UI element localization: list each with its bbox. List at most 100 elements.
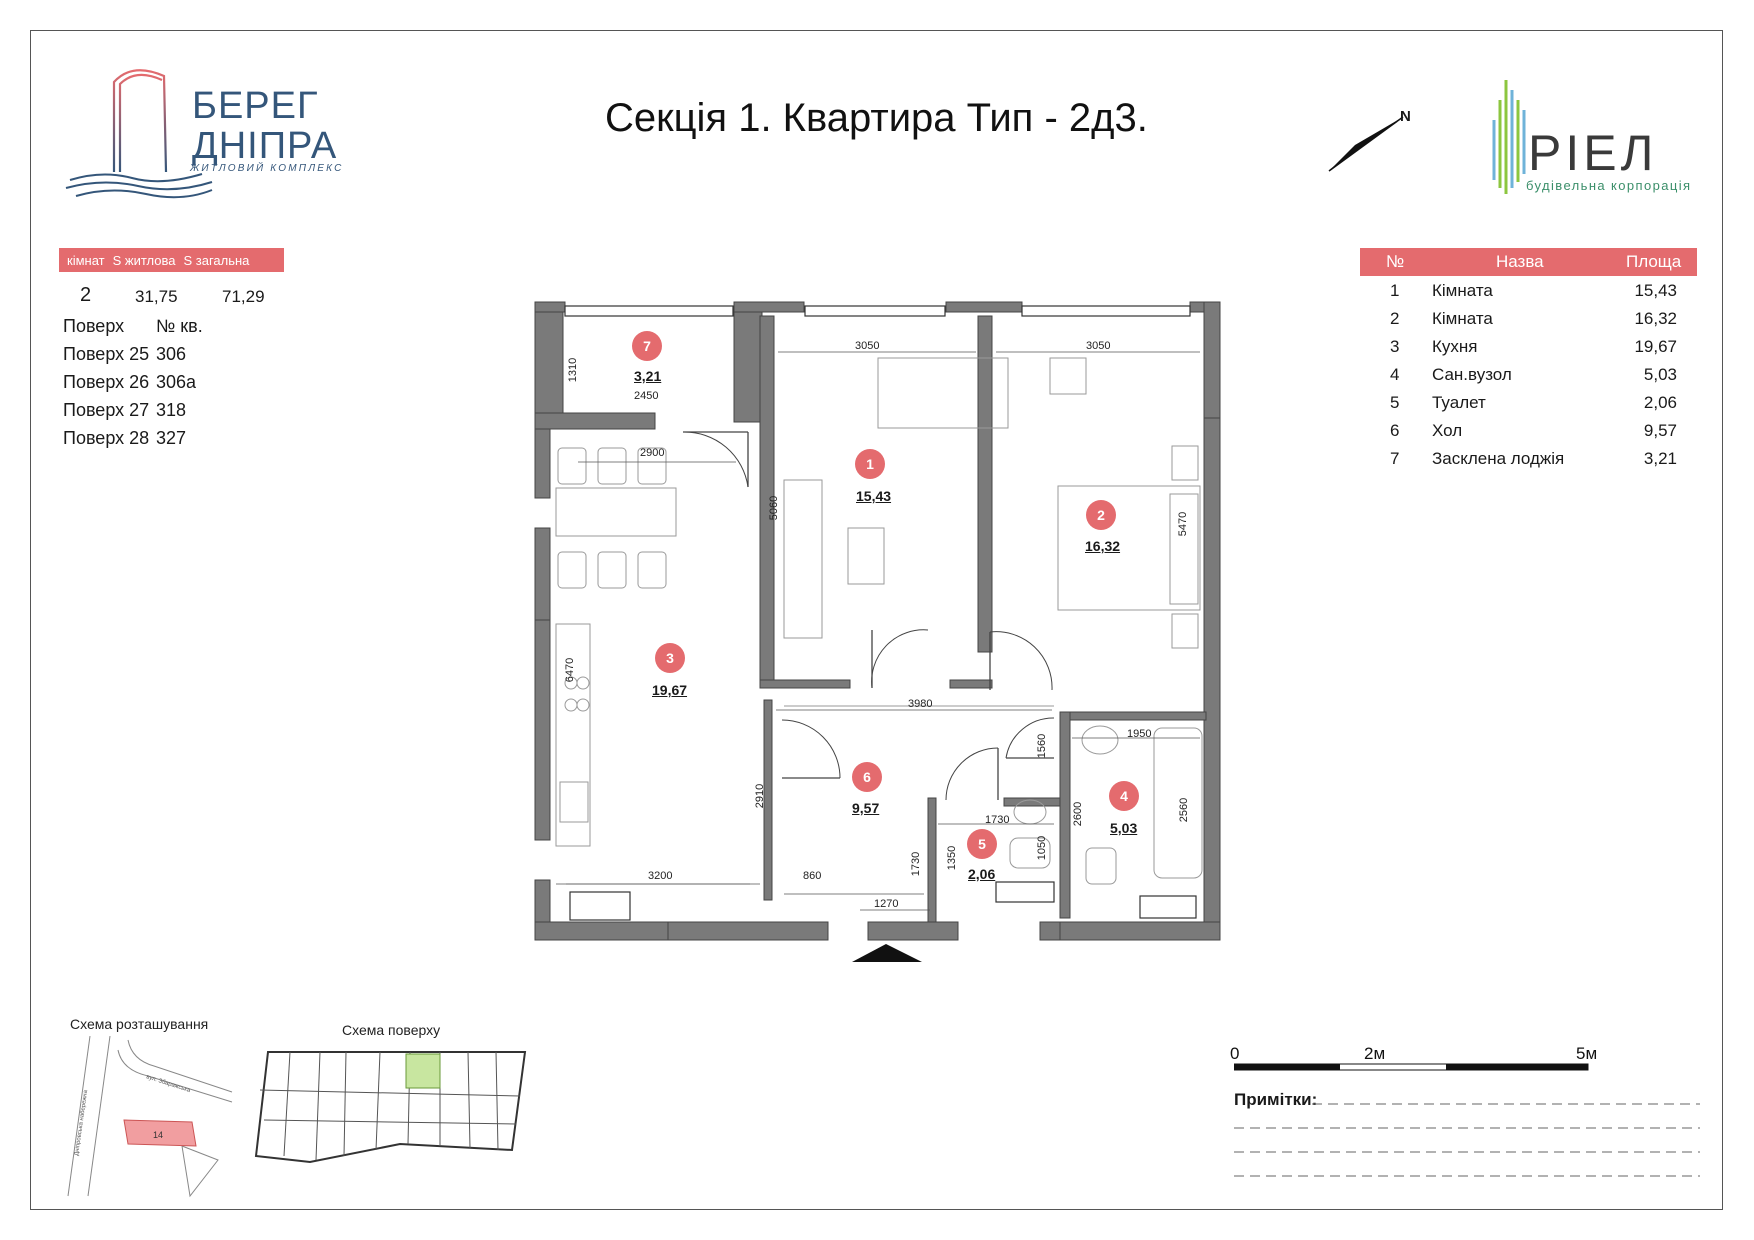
room-name: Сан.вузол: [1432, 365, 1512, 384]
street-label: Дніпровська набережна: [74, 1089, 89, 1156]
apartment-number: 306а: [156, 372, 197, 392]
dimension-label: 2600: [1072, 801, 1085, 827]
room-number: 7: [1390, 449, 1400, 468]
floor-row: Поверх 27 318: [63, 400, 186, 421]
notes-lines: [1234, 1103, 1700, 1177]
riel-logo: [1492, 80, 1526, 194]
dimension-label: 1050: [1036, 835, 1049, 861]
room-area-label: 3,21: [634, 368, 662, 384]
room-badge: 3: [655, 643, 685, 673]
scale-label-2m: 2м: [1364, 1044, 1386, 1063]
apartment-number: 327: [156, 428, 187, 448]
floor-scheme-map: [254, 1051, 527, 1164]
dimension-label: 2900: [640, 447, 665, 459]
summary-header-living-area: S житлова: [112, 252, 176, 268]
summary-total-value: 71,29: [222, 287, 265, 306]
sheet-border: [30, 30, 1723, 1210]
room-area-label: 15,43: [856, 488, 892, 504]
north-arrow-icon: [1328, 116, 1404, 172]
dimension-label: 2450: [634, 390, 659, 402]
dimension-label: 1560: [1036, 733, 1049, 759]
room-table-header-name: Назва: [1496, 252, 1544, 271]
room-badge: 5: [967, 829, 997, 859]
page-title: Секція 1. Квартира Тип - 2д3.: [605, 96, 1148, 140]
room-table-header-area: Площа: [1626, 252, 1682, 271]
room-table-row: 6 Хол 9,57: [1360, 421, 1697, 449]
room-area: 5,03: [1643, 365, 1677, 384]
room-area-label: 9,57: [852, 800, 880, 816]
dimension-label: 3980: [908, 698, 933, 710]
floor-name: Поверх 26: [63, 372, 150, 392]
room-area: 15,43: [1634, 281, 1677, 300]
brand-left-subtitle: ЖИТЛОВИЙ КОМПЛЕКС: [190, 163, 344, 174]
apartment-number: 306: [156, 344, 187, 364]
dimension-label: 1950: [1127, 728, 1152, 740]
floor-name: Поверх 28: [63, 428, 150, 448]
street-label: вул. Збаражська: [145, 1074, 191, 1094]
location-scheme-map: 14 вул. Збаражська Дніпровська набережна: [67, 1036, 233, 1198]
room-number: 4: [1390, 365, 1400, 384]
room-badge: 4: [1109, 781, 1139, 811]
floor-scheme-caption: Схема поверху: [342, 1022, 441, 1038]
room-name: Кімната: [1432, 281, 1493, 300]
room-area: 2,06: [1643, 393, 1677, 412]
room-number: 6: [1390, 421, 1400, 440]
room-name: Хол: [1432, 421, 1463, 440]
dimension-label: 1730: [985, 814, 1010, 826]
location-scheme-caption: Схема розташування: [70, 1016, 209, 1032]
room-name: Кімната: [1432, 309, 1493, 328]
scale-label-0: 0: [1230, 1044, 1240, 1063]
room-name: Туалет: [1432, 393, 1486, 412]
room-number: 5: [1390, 393, 1400, 412]
room-table-header-number: №: [1386, 252, 1405, 271]
brand-left-name: БЕРЕГ ДНІПРА: [192, 86, 337, 166]
dimension-label: 3200: [648, 870, 673, 882]
room-table-row: 7 Засклена лоджія 3,21: [1360, 449, 1697, 477]
room-table-row: 3 Кухня 19,67: [1360, 337, 1697, 365]
room-number: 2: [1390, 309, 1400, 328]
summary-header-rooms: кімнат: [67, 252, 105, 268]
room-table-header: № Назва Площа: [1360, 248, 1697, 276]
north-label: N: [1400, 108, 1411, 125]
brand-left-line1: БЕРЕГ: [192, 85, 319, 127]
room-number: 1: [1390, 281, 1400, 300]
scale-bar: [1234, 1063, 1589, 1071]
dimension-label: 2560: [1178, 797, 1191, 823]
floor-header-floor: Поверх: [63, 316, 125, 336]
brand-right-subtitle: будівельна корпорація: [1526, 178, 1692, 193]
room-badge: 6: [852, 762, 882, 792]
dimension-label: 3050: [1086, 340, 1111, 352]
dimension-label: 860: [803, 870, 822, 882]
notes-label: Примітки:: [1234, 1090, 1318, 1109]
room-badge: 1: [855, 449, 885, 479]
summary-header: кімнат S житлова S загальна: [59, 248, 284, 272]
dimension-label: 5470: [1177, 511, 1190, 537]
room-area: 9,57: [1643, 421, 1677, 440]
dimension-label: 3050: [855, 340, 880, 352]
floor-header-apt: № кв.: [156, 316, 203, 336]
room-number: 3: [1390, 337, 1400, 356]
room-table-row: 2 Кімната 16,32: [1360, 309, 1697, 337]
dimension-label: 6470: [564, 657, 577, 683]
floor-row: Поверх 28 327: [63, 428, 186, 449]
room-area-label: 16,32: [1085, 538, 1121, 554]
dimension-label: 1310: [567, 357, 580, 383]
room-area: 3,21: [1643, 449, 1677, 468]
summary-rooms-value: 2: [80, 284, 92, 306]
summary-living-value: 31,75: [135, 287, 178, 306]
dimension-label: 1730: [910, 851, 923, 877]
room-area: 19,67: [1634, 337, 1677, 356]
floor-name: Поверх 25: [63, 344, 150, 364]
floor-row: Поверх 26 306а: [63, 372, 196, 393]
brand-right-name: РІЕЛ: [1528, 125, 1658, 181]
room-table-row: 1 Кімната 15,43: [1360, 281, 1697, 309]
brand-left-line2: ДНІПРА: [192, 125, 338, 167]
floor-name: Поверх 27: [63, 400, 150, 420]
room-table-row: 5 Туалет 2,06: [1360, 393, 1697, 421]
dimension-label: 1270: [874, 898, 899, 910]
scale-label-5m: 5м: [1576, 1044, 1598, 1063]
room-badge: 7: [632, 331, 662, 361]
building-number: 14: [153, 1130, 163, 1140]
summary-header-total-area: S загальна: [183, 252, 250, 268]
room-name: Кухня: [1432, 337, 1478, 356]
